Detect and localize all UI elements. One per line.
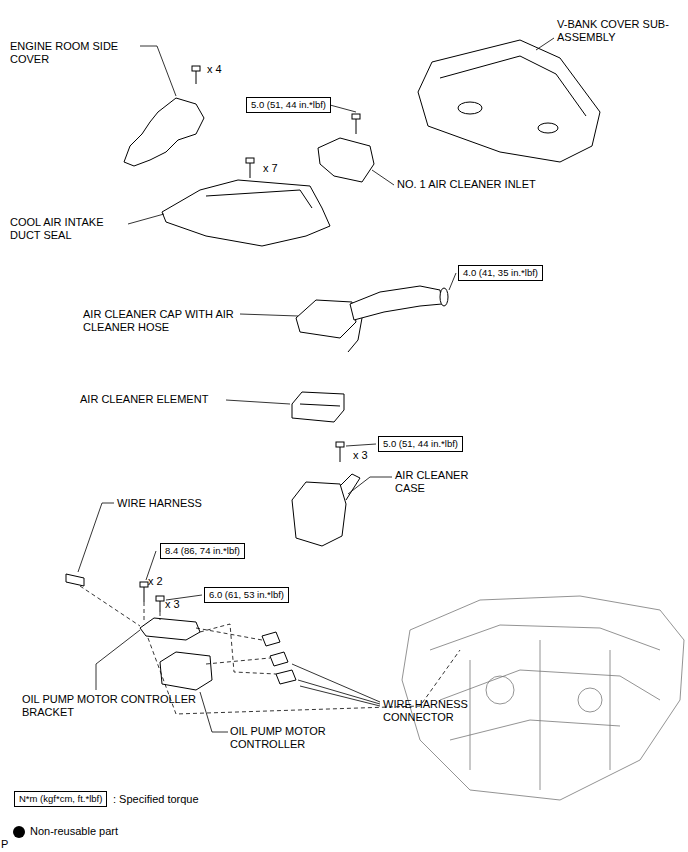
element-pleats (300, 404, 340, 406)
part-name: WIRE HARNESS (117, 497, 202, 510)
torque-box: N*m (kgf*cm, ft.*lbf) (14, 791, 107, 807)
harness-connector (270, 652, 288, 666)
part-name: AIR CLEANER CAP WITH AIR CLEANER HOSE (83, 308, 235, 334)
duct-seal (162, 180, 330, 246)
bolt (196, 70, 197, 84)
part-name: WIRE HARNESS CONNECTOR (383, 698, 487, 724)
bolt-head (352, 114, 360, 119)
bolt-head (246, 158, 254, 163)
quantity: x 3 (165, 598, 180, 611)
torque-box: 6.0 (61, 53 in.*lbf) (204, 587, 289, 603)
bolt (160, 600, 161, 612)
quantity: x 2 (148, 575, 163, 588)
leader-lines (78, 38, 554, 732)
torque-box: 8.4 (86, 74 in.*lbf) (160, 543, 245, 559)
cover-detail (538, 123, 558, 133)
bolt-head (336, 442, 344, 447)
side-cover (124, 98, 204, 166)
torque-value: 8.4 (86, 74 in.*lbf) (165, 545, 240, 556)
torque-value: N*m (kgf*cm, ft.*lbf) (19, 793, 102, 804)
harness-clip (66, 574, 84, 586)
quantity: x 7 (263, 162, 278, 175)
non-reusable-dot (12, 825, 26, 839)
part-name: OIL PUMP MOTOR CONTROLLER BRACKET (22, 693, 227, 719)
oil-pump-controller (160, 652, 212, 690)
torque-value: 6.0 (61, 53 in.*lbf) (209, 589, 284, 600)
torque-value: 5.0 (51, 44 in.*lbf) (251, 99, 326, 110)
cleaner-cap (296, 300, 356, 338)
bolt (356, 118, 357, 134)
part-name: ENGINE ROOM SIDE COVER (10, 40, 142, 66)
bolt-head (156, 596, 164, 601)
bolt-head (192, 66, 200, 71)
cover-detail (458, 102, 482, 114)
hose-clamp (440, 288, 448, 306)
inlet (318, 138, 374, 182)
cover-ridge (440, 56, 586, 116)
legend-text: : Specified torque (113, 793, 199, 806)
torque-value: 4.0 (41, 35 in.*lbf) (463, 267, 538, 278)
bolt (144, 586, 145, 602)
part-name: AIR CLEANER CASE (395, 469, 487, 495)
cleaner-hose (350, 286, 442, 320)
cleaner-case (292, 482, 346, 546)
part-name: AIR CLEANER ELEMENT (80, 393, 208, 406)
torque-box: 4.0 (41, 35 in.*lbf) (458, 265, 543, 281)
quantity: x 3 (353, 449, 368, 462)
part-name: V-BANK COVER SUB-ASSEMBLY (557, 18, 669, 44)
torque-box: 5.0 (51, 44 in.*lbf) (246, 97, 331, 113)
v-bank-cover (418, 40, 600, 162)
sensor-wire (348, 318, 362, 352)
controller-bracket (140, 618, 200, 640)
bolt (250, 162, 251, 178)
torque-box: 5.0 (51, 44 in.*lbf) (378, 436, 463, 452)
harness-connector (262, 632, 280, 646)
legend-text: Non-reusable part (30, 825, 118, 838)
bolt-head (140, 582, 148, 587)
quantity: x 4 (207, 63, 222, 76)
part-name: OIL PUMP MOTOR CONTROLLER (230, 725, 342, 751)
part-name: COOL AIR INTAKE DUCT SEAL (10, 216, 132, 242)
bolt (340, 446, 341, 462)
harness-connector (276, 670, 296, 684)
part-name: NO. 1 AIR CLEANER INLET (397, 178, 536, 191)
cleaner-element (292, 392, 344, 422)
seal-ridge (206, 190, 312, 208)
torque-value: 5.0 (51, 44 in.*lbf) (383, 438, 458, 449)
figure-code: P (1, 838, 8, 851)
